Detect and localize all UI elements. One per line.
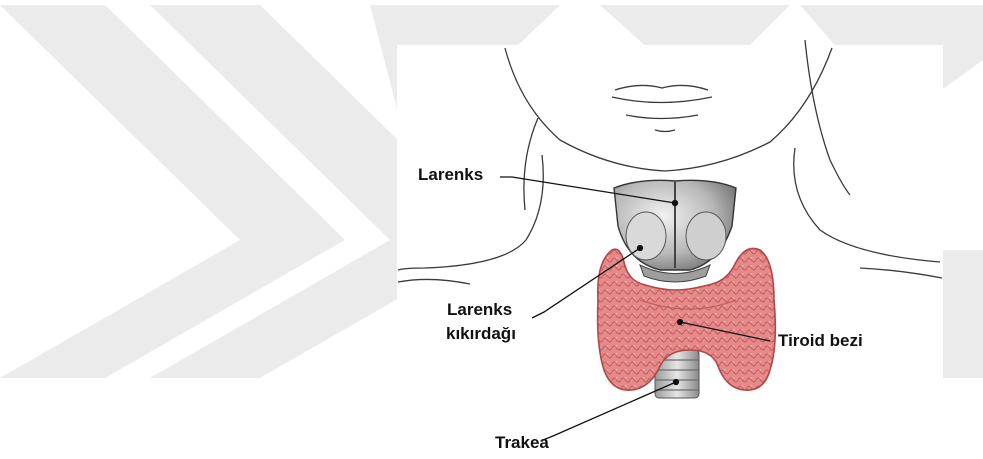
label-larenks-kikirdagi-line1: Larenks [447, 300, 512, 319]
label-larenks: Larenks [418, 165, 483, 184]
label-larenks-kikirdagi-line2: kıkırdağı [446, 324, 516, 343]
label-tiroid-bezi: Tiroid bezi [778, 331, 863, 350]
label-trakea: Trakea [495, 433, 549, 452]
leader-dot-tiroid [678, 320, 683, 325]
leader-dot-larenks [673, 201, 678, 206]
leader-dot-kikirdak [638, 246, 643, 251]
leader-dot-trakea [674, 380, 679, 385]
